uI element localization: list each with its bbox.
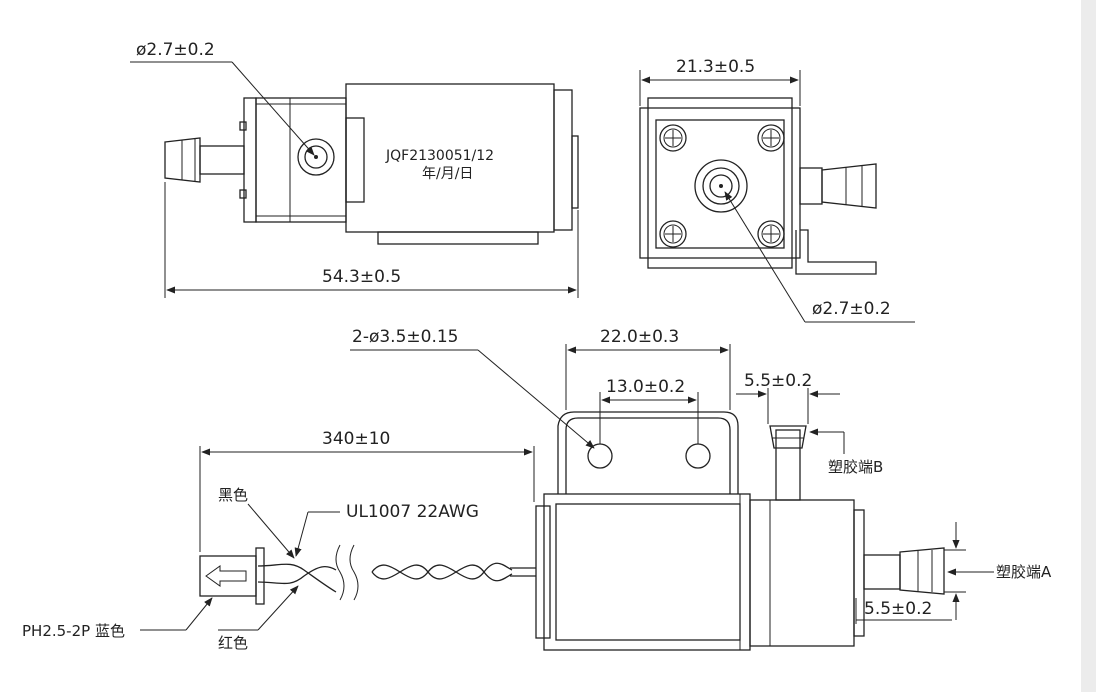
nozzle-a-label: 塑胶端A (996, 563, 1052, 581)
top-hole-dim: ø2.7±0.2 (136, 40, 215, 60)
nozzle-b-dim: 5.5±0.2 (744, 371, 812, 391)
bottom-view: 22.0±0.3 13.0±0.2 2-ø3.5±0.15 5.5±0.2 塑胶… (22, 327, 1052, 652)
black-wire-label: 黑色 (218, 486, 248, 504)
hole-spacing-dim: 13.0±0.2 (606, 377, 685, 397)
wire-spec-label: UL1007 22AWG (346, 502, 479, 522)
screw-top-left (659, 124, 687, 152)
holes-dim: 2-ø3.5±0.15 (352, 327, 458, 347)
model-marking: JQF2130051/12 (385, 148, 494, 164)
wire-length-dim: 340±10 (322, 429, 390, 449)
red-wire-label: 红色 (218, 634, 248, 652)
side-view: 21.3±0.5 ø2.7±0.2 (639, 57, 915, 323)
connector-label: PH2.5-2P 蓝色 (22, 622, 125, 640)
side-width-dim: 21.3±0.5 (676, 57, 755, 77)
screw-top-right (757, 124, 785, 152)
nozzle-b-label: 塑胶端B (828, 458, 883, 476)
side-hole-dim: ø2.7±0.2 (812, 299, 891, 319)
date-marking: 年/月/日 (422, 166, 473, 182)
top-length-dim: 54.3±0.5 (322, 267, 401, 287)
top-view: ø2.7±0.2 JQF2130051/12 年/月/日 54.3±0.5 (130, 40, 579, 298)
nozzle-a-dim: 5.5±0.2 (864, 599, 932, 619)
bracket-width-dim: 22.0±0.3 (600, 327, 679, 347)
screw-bottom-right (757, 220, 785, 248)
page-edge-strip (1081, 0, 1096, 692)
screw-bottom-left (659, 220, 687, 248)
